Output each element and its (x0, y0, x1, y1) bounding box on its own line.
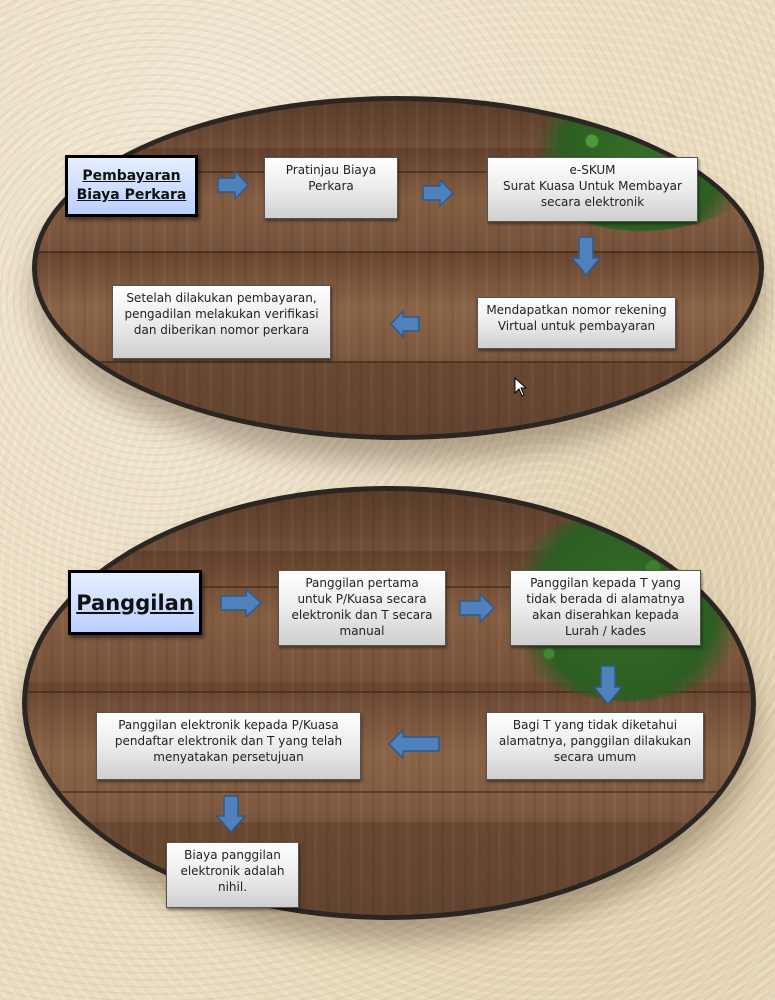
arrow-right-icon (217, 170, 249, 200)
section-title-pembayaran: Pembayaran Biaya Perkara (65, 155, 198, 217)
arrow-down-icon (216, 795, 246, 833)
arrow-right-icon (422, 179, 454, 207)
step-text: Setelah dilakukan pembayaran, pengadilan… (124, 291, 319, 337)
step-text: Panggilan elektronik kepada P/Kuasa pend… (114, 718, 343, 764)
step-panggilan-elektronik: Panggilan elektronik kepada P/Kuasa pend… (96, 712, 361, 780)
arrow-right-icon (220, 588, 262, 618)
title-line: Biaya Perkara (76, 187, 187, 203)
arrow-right-icon (459, 593, 495, 623)
step-text: Bagi T yang tidak diketahui alamatnya, p… (498, 718, 692, 764)
wood-plank-line (37, 361, 759, 363)
step-panggilan-pertama: Panggilan pertama untuk P/Kuasa secara e… (278, 570, 446, 646)
step-biaya-nihil: Biaya panggilan elektronik adalah nihil. (166, 842, 299, 908)
wood-plank-line (37, 251, 759, 253)
wood-oval-top (32, 96, 764, 440)
step-pratinjau-biaya: Pratinjau Biaya Perkara (264, 157, 398, 219)
wood-plank-line (27, 791, 751, 793)
wood-plank-line (27, 691, 751, 693)
step-e-skum: e-SKUM Surat Kuasa Untuk Membayar secara… (487, 157, 698, 222)
step-lurah-kades: Panggilan kepada T yang tidak berada di … (510, 570, 701, 646)
title-line: Pembayaran (82, 168, 181, 184)
arrow-left-icon (390, 310, 420, 338)
step-text: Biaya panggilan elektronik adalah nihil. (180, 848, 285, 894)
title-line: Panggilan (76, 590, 194, 615)
step-text: Mendapatkan nomor rekening Virtual untuk… (486, 303, 667, 333)
step-panggilan-umum: Bagi T yang tidak diketahui alamatnya, p… (486, 712, 704, 780)
step-text: Pratinjau Biaya Perkara (285, 163, 377, 193)
step-heading: e-SKUM (569, 163, 616, 177)
arrow-down-icon (593, 665, 623, 705)
arrow-left-icon (388, 729, 440, 759)
mouse-cursor-icon (514, 377, 528, 397)
wood-plank-line (37, 171, 759, 173)
step-verifikasi-nomor-perkara: Setelah dilakukan pembayaran, pengadilan… (112, 285, 331, 359)
step-nomor-rekening-virtual: Mendapatkan nomor rekening Virtual untuk… (477, 297, 676, 349)
arrow-down-icon (571, 236, 601, 276)
section-title-panggilan: Panggilan (68, 570, 202, 635)
step-text: Panggilan pertama untuk P/Kuasa secara e… (291, 576, 433, 638)
wood-oval-bottom (22, 486, 756, 920)
step-text: Panggilan kepada T yang tidak berada di … (526, 576, 685, 638)
step-text: Surat Kuasa Untuk Membayar secara elektr… (503, 179, 682, 209)
